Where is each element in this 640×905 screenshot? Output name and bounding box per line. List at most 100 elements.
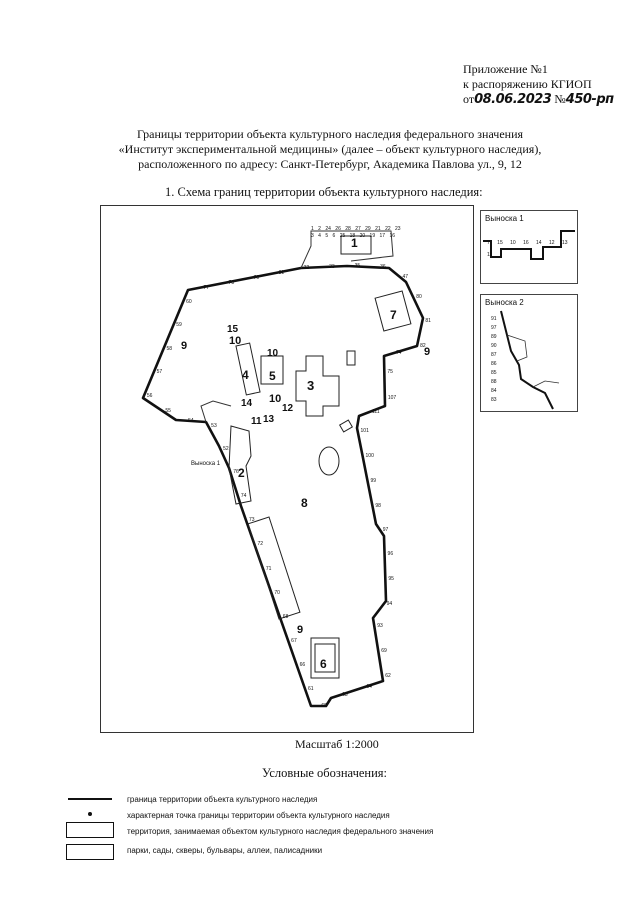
object-label: 4 [242, 368, 249, 382]
object-label: 10 [269, 393, 282, 405]
boundary-point-label: 57 [156, 369, 163, 376]
object-label: 9 [181, 340, 188, 352]
boundary-point-label: 54 [188, 417, 194, 424]
callout-1-point: 15 [497, 240, 511, 246]
callout-1: Выноска 1 7 15 10 16 14 12 13 11 [480, 210, 578, 284]
boundary-point-label: 95 [388, 576, 394, 583]
object-label: 10 [229, 335, 242, 347]
boundary-point-label: 76 [233, 468, 239, 475]
boundary-point-label: 65 [321, 703, 327, 709]
boundary-point-label: 47 [402, 273, 409, 280]
boundary-point-label: 33 [329, 263, 335, 270]
boundary-point-label: 101 [360, 427, 369, 434]
object-label: 13 [263, 414, 275, 425]
appendix-date-line: от08.06.2023 №450-рп [463, 92, 614, 107]
callout-2-label: Выноска 2 [485, 298, 524, 307]
boundary-point-label: 75 [387, 369, 393, 376]
boundary-point-label: 32 [303, 265, 310, 272]
legend-parks-symbol [66, 844, 114, 860]
appendix-number: Приложение №1 [463, 62, 548, 76]
object-label: 15 [227, 324, 239, 335]
callout-1-point: 10 [510, 240, 524, 246]
callout-2-point: 91 [491, 316, 497, 322]
appendix-num-label: № [554, 92, 566, 106]
title-line-2: «Институт экспериментальной медицины» (д… [118, 142, 542, 156]
callout-2-point: 86 [491, 361, 497, 367]
appendix-block: Приложение №1 к распоряжению КГИОП от08.… [463, 62, 614, 107]
boundary-point-label: 56 [146, 392, 153, 399]
object-label: 6 [320, 657, 327, 671]
territory-boundary [141, 264, 425, 708]
object-label: 7 [390, 308, 397, 322]
callout-1-point: 7 [487, 240, 498, 246]
object-label: 1 [351, 236, 358, 250]
boundary-point-label: 96 [387, 550, 394, 557]
boundary-point-label: 80 [416, 294, 422, 301]
boundary-point-label: 77 [203, 284, 210, 291]
boundary-point-label: 97 [382, 526, 389, 533]
title-line-3: расположенного по адресу: Санкт-Петербур… [138, 157, 522, 171]
boundary-point-label: 70 [274, 589, 280, 596]
boundary-point-label: 67 [291, 637, 297, 644]
object-label: 11 [251, 416, 262, 427]
boundary-point-label: 74 [240, 493, 247, 500]
object-label: 2 [238, 466, 245, 480]
boundary-point-label: 79 [253, 274, 260, 281]
legend-item-point: характерная точка границы территории объ… [127, 811, 390, 820]
boundary-point-label: 94 [386, 601, 393, 608]
document-title: Границы территории объекта культурного н… [70, 127, 590, 172]
callout-1-points: 7 15 10 16 14 12 13 11 [487, 237, 575, 261]
boundary-point-label: 61 [308, 685, 314, 692]
object-label: 12 [282, 403, 294, 414]
callout-2-point: 87 [491, 352, 497, 358]
callout-1-label: Выноска 1 [485, 214, 524, 223]
boundary-point-label: 72 [257, 541, 264, 548]
boundary-point-label: 100 [365, 452, 374, 459]
boundary-point-label: 60 [186, 298, 192, 305]
boundary-point-label: 53 [211, 423, 217, 429]
callout-2-drawing [500, 310, 560, 410]
scheme-heading: 1. Схема границ территории объекта культ… [165, 185, 483, 199]
boundary-point-label: 66 [299, 661, 306, 668]
legend-line-symbol [68, 798, 112, 800]
callout-2-point: 97 [491, 325, 497, 331]
boundary-point-label: 111 [371, 409, 380, 416]
object-label: 5 [269, 369, 276, 383]
legend-item-boundary: граница территории объекта культурного н… [127, 795, 318, 804]
callout-1-point: 16 [523, 240, 537, 246]
legend-object-territory-symbol [66, 822, 114, 838]
title-line-1: Границы территории объекта культурного н… [136, 127, 524, 141]
boundary-point-label: 73 [249, 517, 255, 524]
handwritten-number: 450-рп [565, 92, 614, 107]
boundary-point-label: 55 [165, 407, 171, 414]
boundary-point-label: 74 [395, 350, 402, 357]
legend-item-parks: парки, сады, скверы, бульвары, аллеи, па… [127, 846, 323, 855]
appendix-order: к распоряжению КГИОП [463, 77, 592, 91]
appendix-from: от [463, 92, 475, 106]
callout-2-point: 88 [491, 379, 497, 385]
object-label: 8 [301, 496, 308, 510]
boundary-point-label: 63 [342, 692, 348, 699]
boundary-point-label: 36 [380, 264, 386, 271]
callout-1-drawing [483, 230, 575, 260]
legend-point-symbol [88, 812, 92, 816]
handwritten-date: 08.06.2023 [474, 92, 552, 107]
callout-2-point: 85 [491, 370, 497, 376]
map-frame: 1 2 3 4 5 6 7 8 9 9 9 10 10 10 11 12 13 … [100, 205, 474, 733]
object-label: 14 [241, 398, 253, 409]
callout-2-point: 83 [491, 397, 497, 403]
boundary-point-label: 78 [228, 279, 235, 286]
object-label: 3 [307, 378, 315, 393]
boundary-point-label: 62 [385, 673, 391, 680]
callout-1-point: 14 [536, 240, 549, 246]
callout-1-point: 13 [561, 240, 568, 246]
boundary-point-label: 99 [370, 477, 377, 484]
callout-reference: Выноска 1 [191, 461, 221, 467]
object-label: 9 [424, 346, 431, 358]
boundary-point-label: 82 [420, 342, 426, 349]
legend-item-object-territory: территория, занимаемая объектом культурн… [127, 827, 434, 836]
object-label: 9 [297, 624, 304, 636]
boundary-point-label: 69 [381, 648, 387, 655]
boundary-point-label: 31 [278, 269, 285, 276]
